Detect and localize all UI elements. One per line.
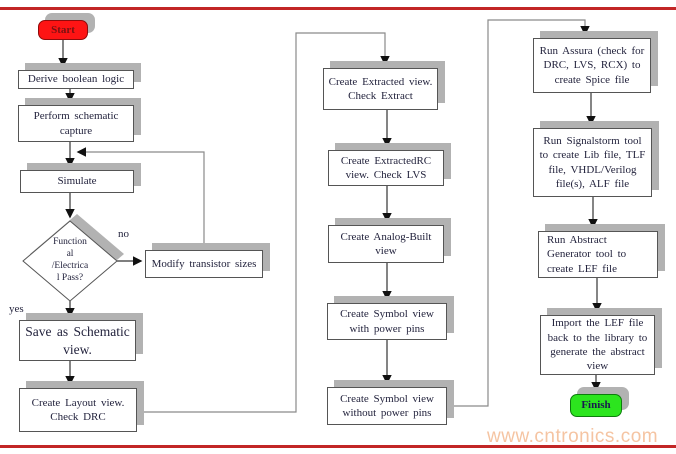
edge-label-no: no	[118, 228, 129, 240]
node-abstract-label: Run Abstract Generator tool to create LE…	[547, 234, 627, 275]
node-assura-label: Run Assura (check for DRC, LVS, RCX) to …	[539, 45, 645, 86]
node-import-label: Import the LEF file back to the library …	[547, 317, 648, 373]
node-create-analog-built-view: Create Analog-Built view	[328, 225, 444, 263]
node-derive-boolean-logic: Derive boolean logic	[18, 70, 134, 89]
top-red-rule	[0, 7, 676, 10]
node-layout-label: Create Layout view. Check DRC	[31, 396, 125, 423]
node-decision-label: Function al /Electrica l Pass?	[51, 237, 89, 283]
node-create-extractedrc-view: Create ExtractedRC view. Check LVS	[328, 150, 444, 186]
watermark-text: www.cntronics.com	[487, 426, 659, 447]
node-simulate-label: Simulate	[57, 175, 97, 188]
edge-label-yes: yes	[9, 303, 24, 315]
node-start-label: Start	[51, 23, 75, 36]
bottom-red-rule	[0, 445, 676, 448]
node-simulate: Simulate	[20, 170, 134, 193]
node-run-assura: Run Assura (check for DRC, LVS, RCX) to …	[533, 38, 651, 93]
node-import-lef-file: Import the LEF file back to the library …	[540, 315, 655, 375]
node-derive-label: Derive boolean logic	[27, 73, 125, 86]
node-create-extracted-view: Create Extracted view. Check Extract	[323, 68, 438, 110]
node-finish-label: Finish	[581, 399, 611, 412]
node-perform-label: Perform schematic capture	[33, 110, 119, 137]
node-modify-label: Modify transistor sizes	[151, 257, 257, 270]
connector-symbolwithout-assura	[447, 19, 590, 407]
node-start: Start	[38, 20, 88, 40]
node-decision: Function al /Electrica l Pass?	[30, 225, 110, 297]
node-analog-label: Create Analog-Built view	[340, 230, 432, 257]
node-save-label: Save as Schematic view.	[25, 323, 130, 357]
node-symbol-with-label: Create Symbol view with power pins	[340, 308, 434, 335]
node-run-signalstorm: Run Signalstorm tool to create Lib file,…	[533, 128, 652, 197]
node-extracted-label: Create Extracted view. Check Extract	[328, 75, 433, 102]
node-create-symbol-with-pins: Create Symbol view with power pins	[327, 303, 447, 340]
node-run-abstract-generator: Run Abstract Generator tool to create LE…	[538, 231, 658, 278]
node-perform-schematic-capture: Perform schematic capture	[18, 105, 134, 142]
node-modify-transistor-sizes: Modify transistor sizes	[145, 250, 263, 278]
connector-modify-feedback	[76, 147, 205, 250]
node-create-symbol-without-pins: Create Symbol view without power pins	[327, 387, 447, 425]
connector-layout-extracted	[137, 32, 390, 413]
node-finish: Finish	[570, 394, 622, 417]
node-symbol-without-label: Create Symbol view without power pins	[340, 392, 434, 419]
node-extractedrc-label: Create ExtractedRC view. Check LVS	[340, 154, 432, 181]
node-signalstorm-label: Run Signalstorm tool to create Lib file,…	[539, 134, 646, 190]
node-create-layout-view: Create Layout view. Check DRC	[19, 388, 137, 432]
node-save-as-schematic: Save as Schematic view.	[19, 320, 136, 361]
